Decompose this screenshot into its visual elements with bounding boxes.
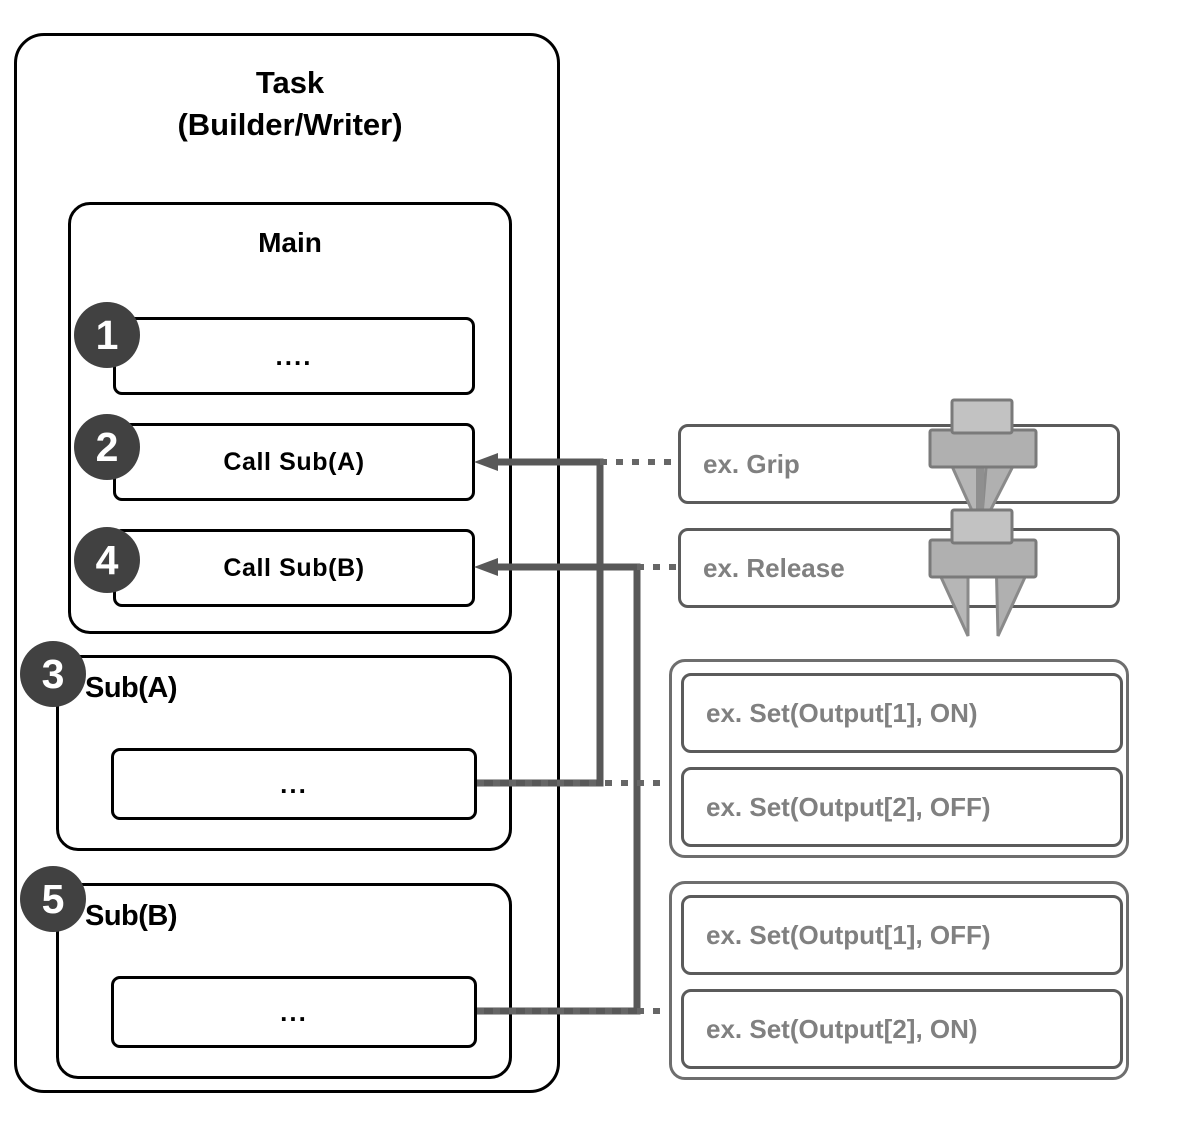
main-container: Main <box>68 202 512 634</box>
example-set-output-1-on-label: ex. Set(Output[1], ON) <box>706 697 978 728</box>
step-badge-3: 3 <box>20 641 86 707</box>
example-set-output-2-on-label: ex. Set(Output[2], ON) <box>706 1013 978 1044</box>
sub-b-title: Sub(B) <box>85 900 178 932</box>
main-statement-call-sub-a[interactable]: Call Sub(A) <box>113 423 475 501</box>
main-statement-1[interactable]: .... <box>113 317 475 395</box>
task-title: Task (Builder/Writer) <box>177 65 403 142</box>
step-badge-5: 5 <box>20 866 86 932</box>
step-badge-1: 1 <box>74 302 140 368</box>
example-set-output-2-off[interactable]: ex. Set(Output[2], OFF) <box>681 767 1123 847</box>
step-badge-4: 4 <box>74 527 140 593</box>
sub-b-body[interactable]: ... <box>111 976 477 1048</box>
example-set-output-1-off[interactable]: ex. Set(Output[1], OFF) <box>681 895 1123 975</box>
example-grip-label: ex. Grip <box>703 448 800 479</box>
main-statement-call-sub-b[interactable]: Call Sub(B) <box>113 529 475 607</box>
main-title: Main <box>258 227 322 258</box>
sub-a-title: Sub(A) <box>85 672 178 704</box>
sub-a-body[interactable]: ... <box>111 748 477 820</box>
example-set-output-2-on[interactable]: ex. Set(Output[2], ON) <box>681 989 1123 1069</box>
example-release-label: ex. Release <box>703 552 845 583</box>
example-grip[interactable]: ex. Grip <box>678 424 1120 504</box>
example-set-output-1-off-label: ex. Set(Output[1], OFF) <box>706 919 991 950</box>
example-set-output-2-off-label: ex. Set(Output[2], OFF) <box>706 791 991 822</box>
step-badge-2: 2 <box>74 414 140 480</box>
example-group-b: ex. Set(Output[1], OFF) ex. Set(Output[2… <box>669 881 1129 1080</box>
example-set-output-1-on[interactable]: ex. Set(Output[1], ON) <box>681 673 1123 753</box>
example-release[interactable]: ex. Release <box>678 528 1120 608</box>
example-group-a: ex. Set(Output[1], ON) ex. Set(Output[2]… <box>669 659 1129 858</box>
